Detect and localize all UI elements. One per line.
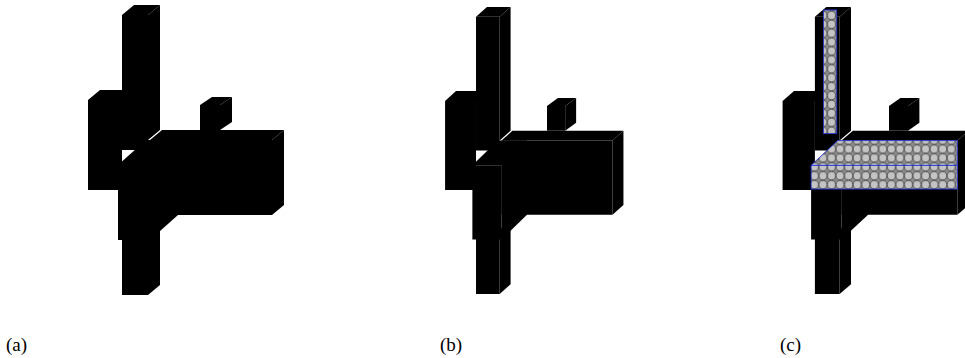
- panel-label: (c): [780, 335, 801, 354]
- panel-label: (b): [440, 335, 462, 354]
- particle-shape: [445, 7, 623, 294]
- solid-shape: #pa .f { fill: #f1cb7a; } #pa .t { fill:…: [88, 5, 284, 295]
- panel-label: (a): [6, 335, 27, 354]
- wireframe-shape: [783, 7, 965, 294]
